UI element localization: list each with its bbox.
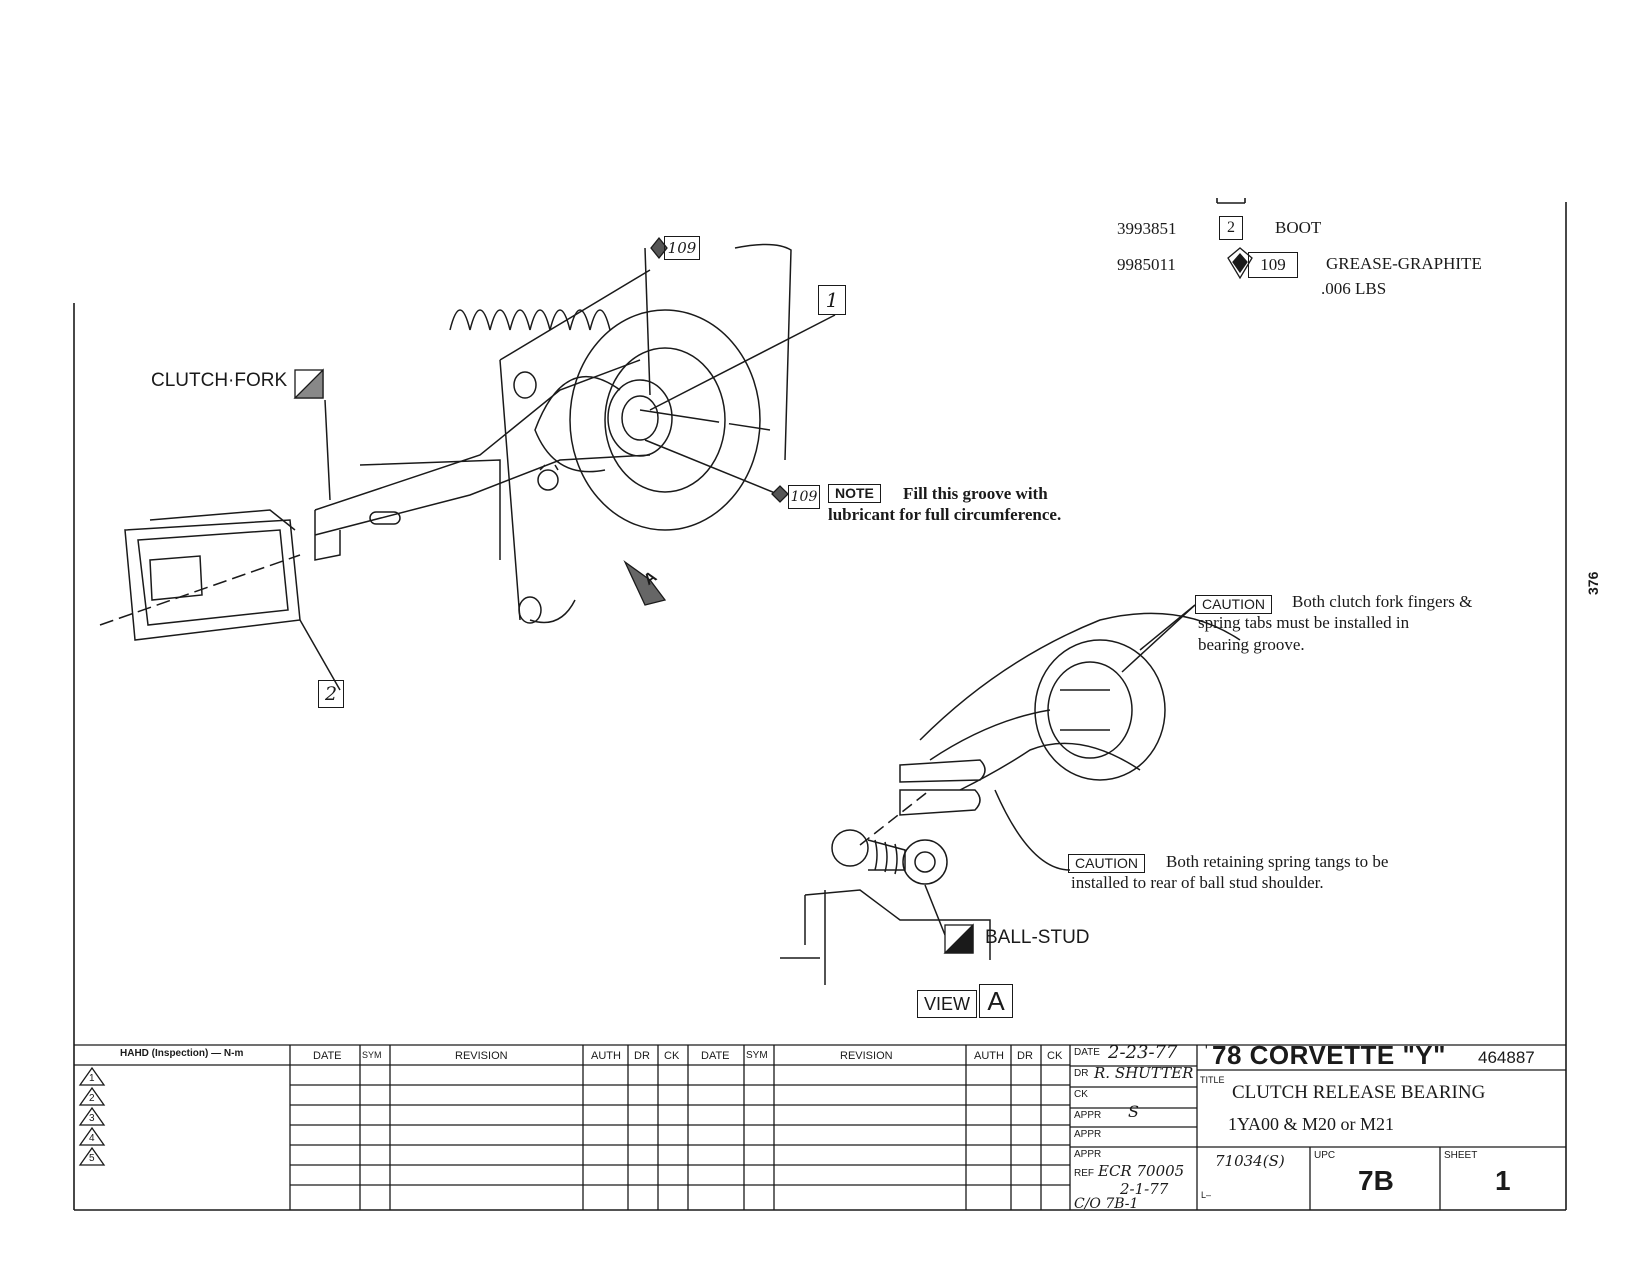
rev-col-sym-2: SYM: [746, 1050, 768, 1061]
title-label: TITLE: [1200, 1075, 1225, 1085]
triangle-4-label: 4: [89, 1133, 95, 1144]
ref-line-2: 2-1-77: [1120, 1180, 1169, 1198]
part-quantity-2: .006 LBS: [1321, 279, 1387, 298]
title-block-grid: [74, 1044, 1566, 1210]
rev-col-ck-1: CK: [664, 1050, 680, 1062]
clutch-fork-illustration: [99, 243, 836, 691]
ref-box-109-note: 109: [788, 485, 820, 509]
torque-header: HAHD (Inspection) — N-m: [120, 1048, 244, 1059]
sheet-label: SHEET: [1444, 1150, 1478, 1161]
drawing-title: CLUTCH RELEASE BEARING: [1232, 1082, 1486, 1103]
l-label: L–: [1201, 1190, 1212, 1200]
rev-col-date-2: DATE: [701, 1050, 730, 1062]
year-prefix: ': [1205, 1042, 1208, 1058]
upc-value: 7B: [1358, 1165, 1394, 1196]
rev-col-dr-2: DR: [1017, 1050, 1033, 1062]
page-number: 376: [1585, 571, 1601, 595]
caution1-line-1: Both clutch fork fingers &: [1292, 592, 1473, 611]
rev-col-auth-2: AUTH: [974, 1050, 1004, 1062]
caution-tag-1: CAUTION: [1195, 595, 1272, 614]
rev-col-dr-1: DR: [634, 1050, 650, 1062]
rev-col-revision-2: REVISION: [840, 1050, 893, 1062]
rev-col-revision-1: REVISION: [455, 1050, 508, 1062]
note-tag: NOTE: [828, 484, 881, 503]
appr-label-3: APPR: [1074, 1149, 1102, 1160]
triangle-3-label: 3: [89, 1113, 95, 1124]
symbol-boxes: [293, 368, 974, 954]
ck-label: CK: [1074, 1089, 1088, 1100]
caution2-line-1: Both retaining spring tangs to be: [1166, 852, 1389, 871]
drawing-subtitle: 1YA00 & M20 or M21: [1228, 1114, 1395, 1134]
drawing-number: 464887: [1478, 1048, 1535, 1067]
rev-col-auth-1: AUTH: [591, 1050, 621, 1062]
ref-line-1: ECR 70005: [1098, 1162, 1185, 1180]
dr-value: R. SHUTTER: [1094, 1064, 1194, 1082]
ref-line-3: C/O 7B-1: [1074, 1196, 1139, 1212]
part-description-1: BOOT: [1275, 218, 1322, 237]
date-value: 2-23-77: [1108, 1042, 1178, 1063]
ball-stud-label: BALL-STUD: [985, 927, 1090, 948]
triangle-1-label: 1: [89, 1073, 95, 1084]
caution1-line-2: spring tabs must be installed in: [1198, 613, 1410, 632]
part-description-2: GREASE-GRAPHITE: [1326, 254, 1482, 273]
view-a-illustration: [780, 604, 1241, 985]
ref-box-2-boot: 2: [318, 680, 344, 708]
rev-col-date-1: DATE: [313, 1050, 342, 1062]
date-label: DATE: [1074, 1047, 1100, 1058]
view-letter: A: [979, 984, 1013, 1018]
caution-tag-2: CAUTION: [1068, 854, 1145, 873]
ref-box-2: 2: [1219, 216, 1243, 240]
part-number-2: 9985011: [1117, 255, 1176, 274]
ref-label: REF: [1074, 1168, 1094, 1179]
note-line-1: Fill this groove with: [903, 484, 1048, 503]
caution1-line-3: bearing groove.: [1198, 635, 1305, 654]
appr-label-1: APPR: [1074, 1110, 1102, 1121]
l-value: 71034(S): [1215, 1152, 1285, 1170]
ref-box-109: 109: [1248, 252, 1298, 278]
view-label: VIEW: [917, 990, 977, 1018]
part-number-1: 3993851: [1117, 219, 1177, 238]
note-line-2: lubricant for full circumference.: [828, 505, 1062, 524]
ref-box-109-top: 109: [664, 236, 700, 260]
clutch-fork-label: CLUTCH·FORK: [151, 370, 288, 391]
triangle-5-label: 5: [89, 1153, 95, 1164]
rev-col-sym-1: SYM: [362, 1050, 382, 1060]
sheet-value: 1: [1495, 1165, 1511, 1196]
ref-box-1: 1: [818, 285, 846, 315]
rev-col-ck-2: CK: [1047, 1050, 1063, 1062]
frame: [73, 198, 1567, 1211]
triangle-2-label: 2: [89, 1093, 95, 1104]
appr-value-1: S: [1128, 1102, 1139, 1121]
upc-label: UPC: [1314, 1150, 1336, 1161]
dr-label: DR: [1074, 1068, 1089, 1079]
vehicle-title: 78 CORVETTE "Y": [1212, 1040, 1446, 1070]
grease-symbols: [623, 236, 1253, 606]
caution2-line-2: installed to rear of ball stud shoulder.: [1071, 873, 1324, 892]
appr-label-2: APPR: [1074, 1129, 1102, 1140]
revision-triangles: [78, 1066, 106, 1166]
